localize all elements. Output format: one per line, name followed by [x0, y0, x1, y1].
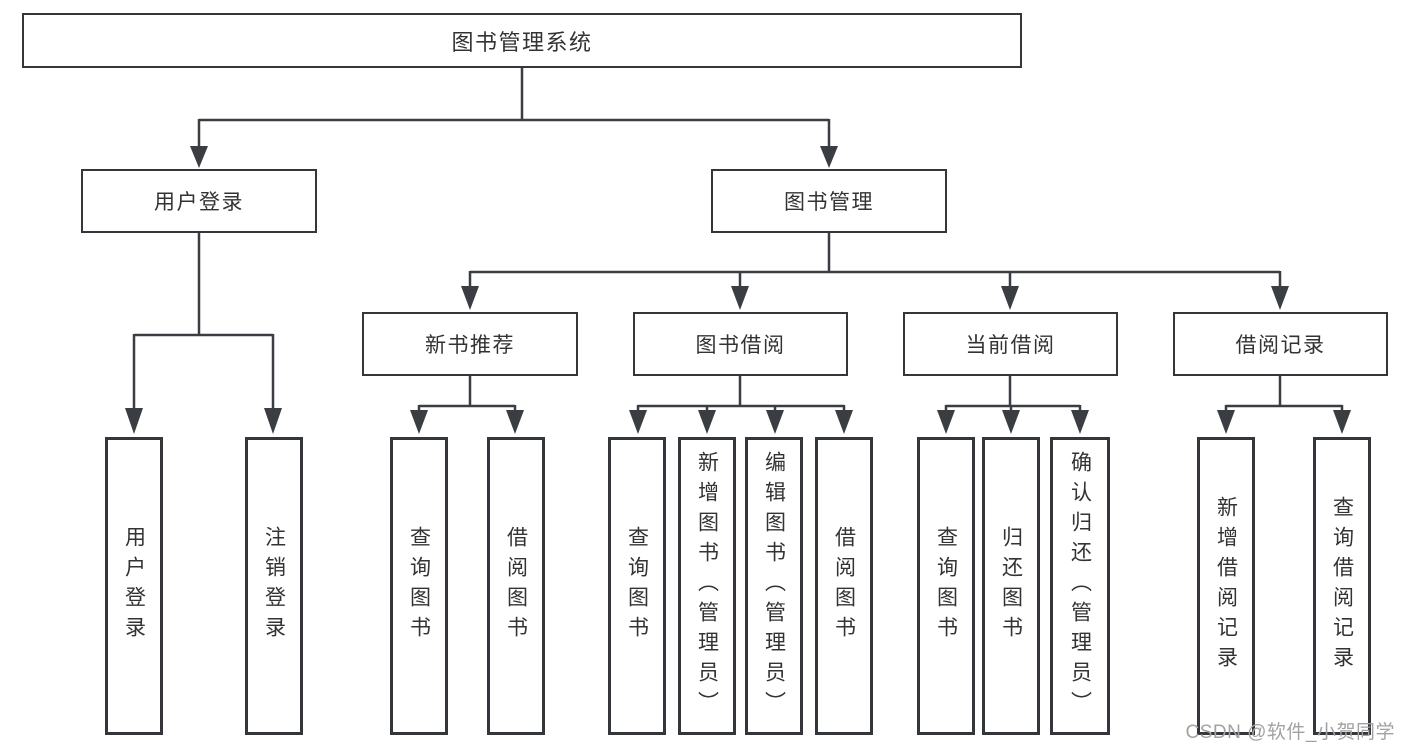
leaf-return-books: 归还图书 — [982, 437, 1040, 735]
leaf-add-books-admin: 新增图书（管理员） — [678, 437, 736, 735]
node-label: 借阅记录 — [1235, 334, 1326, 357]
leaf-confirm-return-admin: 确认归还（管理员） — [1050, 437, 1110, 735]
leaf-borrow-books-recommend: 借阅图书 — [487, 437, 545, 735]
leaf-label: 查询图书 — [934, 526, 958, 646]
leaf-label: 用户登录 — [122, 526, 146, 646]
csdn-watermark: CSDN @软件_小贺同学 — [1185, 722, 1395, 743]
leaf-query-books-borrow: 查询图书 — [608, 437, 666, 735]
leaf-label: 查询借阅记录 — [1330, 496, 1354, 676]
leaf-query-borrow-record: 查询借阅记录 — [1313, 437, 1371, 735]
node-label: 图书管理系统 — [451, 29, 593, 55]
leaf-label: 编辑图书（管理员） — [762, 451, 786, 721]
leaf-edit-books-admin: 编辑图书（管理员） — [745, 437, 803, 735]
node-book-borrow: 图书借阅 — [633, 312, 848, 376]
leaf-label: 新增图书（管理员） — [695, 451, 719, 721]
leaf-query-books-current: 查询图书 — [917, 437, 975, 735]
node-borrow-records: 借阅记录 — [1173, 312, 1388, 376]
leaf-label: 确认归还（管理员） — [1068, 451, 1092, 721]
node-library-management-system: 图书管理系统 — [22, 13, 1022, 68]
leaf-label: 归还图书 — [999, 526, 1023, 646]
node-label: 新书推荐 — [425, 334, 515, 357]
node-label: 图书借阅 — [695, 334, 786, 357]
node-current-borrow: 当前借阅 — [903, 312, 1118, 376]
node-new-book-recommend: 新书推荐 — [362, 312, 578, 376]
leaf-borrow-books: 借阅图书 — [815, 437, 873, 735]
leaf-label: 查询图书 — [407, 526, 431, 646]
arrow-heads — [125, 146, 1351, 434]
node-user-login: 用户登录 — [81, 169, 317, 233]
leaf-label: 注销登录 — [262, 526, 286, 646]
node-book-management: 图书管理 — [711, 169, 947, 233]
node-label: 用户登录 — [154, 191, 244, 214]
leaf-query-books-recommend: 查询图书 — [390, 437, 448, 735]
leaf-add-borrow-record: 新增借阅记录 — [1197, 437, 1255, 735]
leaf-label: 查询图书 — [625, 526, 649, 646]
node-label: 当前借阅 — [965, 334, 1056, 357]
leaf-user-login: 用户登录 — [105, 437, 163, 735]
leaf-logout: 注销登录 — [245, 437, 303, 735]
leaf-label: 借阅图书 — [832, 526, 856, 646]
leaf-label: 新增借阅记录 — [1214, 496, 1238, 676]
leaf-label: 借阅图书 — [504, 526, 528, 646]
node-label: 图书管理 — [784, 191, 874, 214]
